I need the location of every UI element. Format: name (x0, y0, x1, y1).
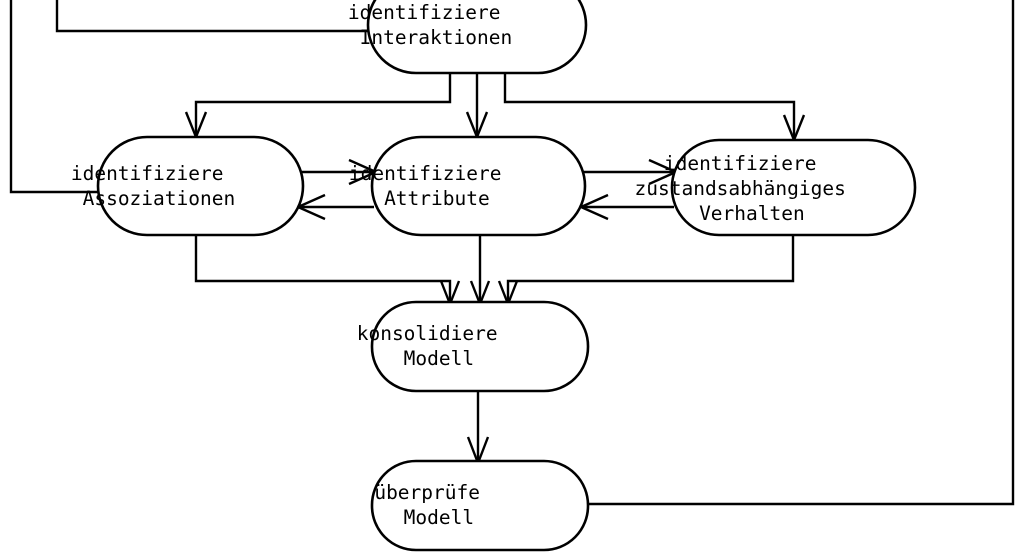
node-line-2: Interaktionen (360, 26, 513, 49)
node-line-1: konsolidiere (357, 322, 498, 345)
edge-interactions-to-behaviour (503, 73, 796, 138)
node-shape-consolidate-model[interactable] (370, 300, 590, 393)
node-shape-verify-model[interactable] (370, 459, 590, 552)
node-identify-attributes[interactable]: identifiziere Attribute (349, 135, 607, 237)
node-line-1: identifiziere (71, 162, 224, 185)
node-label-identify-interactions: identifiziere Interaktionen (348, 1, 606, 49)
edge-layer (9, 0, 1015, 506)
node-label-identify-associations: identifiziere Assoziationen (71, 162, 329, 210)
node-line-2: Modell (404, 347, 474, 370)
node-line-1: identifiziere (348, 1, 501, 24)
edge-interactions-to-offscreen-top (55, 0, 368, 33)
edge-verify-to-offscreen-right (588, 0, 1015, 506)
node-line-3: Verhalten (699, 202, 805, 225)
node-identify-associations[interactable]: identifiziere Assoziationen (71, 135, 329, 237)
node-line-2: Assoziationen (83, 187, 236, 210)
node-shape-identify-interactions[interactable] (366, 0, 588, 75)
node-line-1: identifiziere (664, 152, 817, 175)
node-verify-model[interactable]: überprüfe Modell (370, 459, 590, 552)
edge-interactions-to-associations (194, 73, 452, 135)
node-label-identify-state-dependent-behaviour: identifiziere zustandsabhängiges Verhalt… (635, 152, 952, 225)
node-line-2: Attribute (384, 187, 490, 210)
node-consolidate-model[interactable]: konsolidiere Modell (357, 300, 604, 393)
node-line-2: Modell (404, 506, 474, 529)
edge-associations-to-consolidate (194, 236, 452, 302)
node-shape-identify-attributes[interactable] (370, 135, 587, 237)
edge-behaviour-to-consolidate (506, 236, 795, 302)
node-line-2: zustandsabhängiges (635, 177, 846, 200)
node-identify-state-dependent-behaviour[interactable]: identifiziere zustandsabhängiges Verhalt… (635, 138, 952, 237)
node-identify-interactions[interactable]: identifiziere Interaktionen (348, 0, 606, 75)
node-label-identify-attributes: identifiziere Attribute (349, 162, 607, 210)
node-line-1: identifiziere (349, 162, 502, 185)
node-shape-identify-state-dependent-behaviour[interactable] (670, 138, 917, 237)
node-line-1: überprüfe (374, 481, 480, 504)
node-label-verify-model: überprüfe Modell (374, 481, 585, 529)
edge-associations-to-offscreen-top-left (9, 0, 98, 194)
node-shape-identify-associations[interactable] (96, 135, 305, 237)
node-label-consolidate-model: konsolidiere Modell (357, 322, 604, 370)
